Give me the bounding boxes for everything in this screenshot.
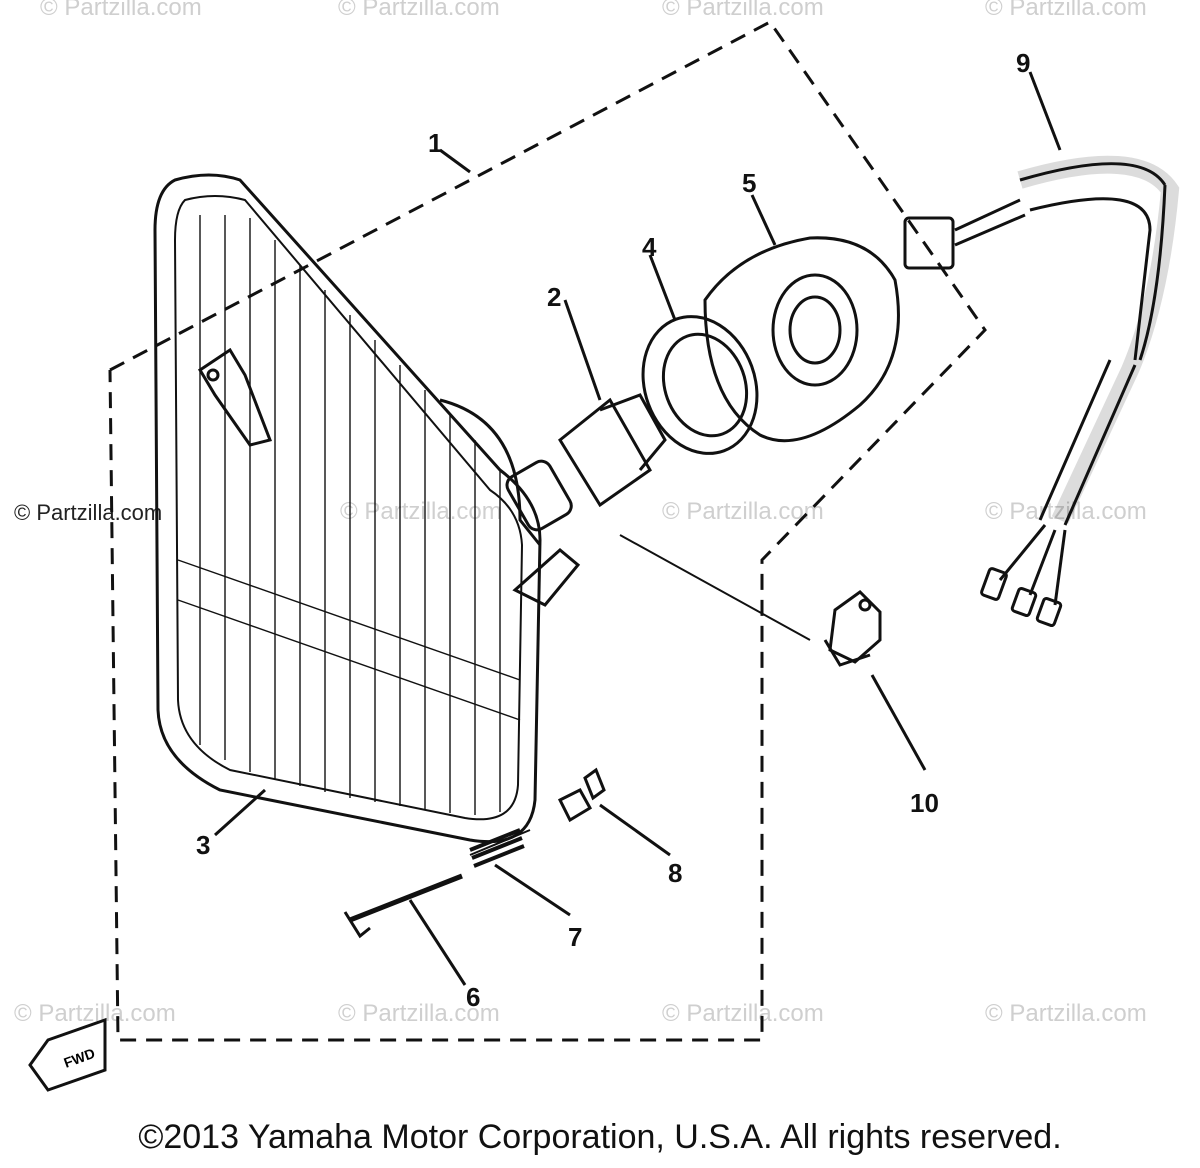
headlight-unit xyxy=(153,173,581,844)
watermark: © Partzilla.com xyxy=(662,498,824,525)
wiring-harness xyxy=(903,71,1180,628)
assembly-boundary xyxy=(108,20,987,1042)
callout-8: 8 xyxy=(668,858,683,888)
adjuster-parts xyxy=(213,767,671,986)
leader-2 xyxy=(563,299,602,401)
callout-7: 7 xyxy=(568,922,583,952)
watermark: © Partzilla.com xyxy=(40,0,202,21)
callout-1: 1 xyxy=(428,128,443,158)
callout-4: 4 xyxy=(642,232,657,262)
watermark: © Partzilla.com xyxy=(662,1000,824,1027)
copyright-notice: ©2013 Yamaha Motor Corporation, U.S.A. A… xyxy=(138,1118,1062,1156)
leader-6 xyxy=(408,899,467,986)
side-mount-tab xyxy=(512,548,581,607)
leader-5 xyxy=(750,194,777,246)
callout-5: 5 xyxy=(742,168,757,198)
headlight-lens-outline xyxy=(153,173,542,844)
leader-4 xyxy=(648,254,677,321)
callout-6: 6 xyxy=(466,982,481,1012)
callout-3: 3 xyxy=(196,830,211,860)
watermark-dark: © Partzilla.com xyxy=(14,500,163,525)
leader-8 xyxy=(599,803,671,857)
leader-3 xyxy=(213,788,267,837)
leader-9 xyxy=(1028,71,1062,151)
watermark: © Partzilla.com xyxy=(985,1000,1147,1027)
watermark: © Partzilla.com xyxy=(985,0,1147,21)
bulb-holder xyxy=(641,254,759,455)
callout-10: 10 xyxy=(910,788,939,818)
bulb xyxy=(505,299,667,532)
dust-cover xyxy=(703,194,900,443)
watermark: © Partzilla.com xyxy=(338,0,500,21)
lens-ribs xyxy=(177,215,521,815)
watermark: © Partzilla.com xyxy=(338,1000,500,1027)
leader-7 xyxy=(494,863,571,917)
clamp-bracket xyxy=(619,534,927,771)
watermark: © Partzilla.com xyxy=(662,0,824,21)
callout-9: 9 xyxy=(1016,48,1031,78)
callout-2: 2 xyxy=(547,282,562,312)
leader-1 xyxy=(439,148,471,174)
leader-10 xyxy=(870,674,927,771)
fwd-label: FWD xyxy=(62,1045,97,1071)
top-mount-tab xyxy=(197,347,273,447)
fwd-arrow-icon xyxy=(28,1017,107,1092)
